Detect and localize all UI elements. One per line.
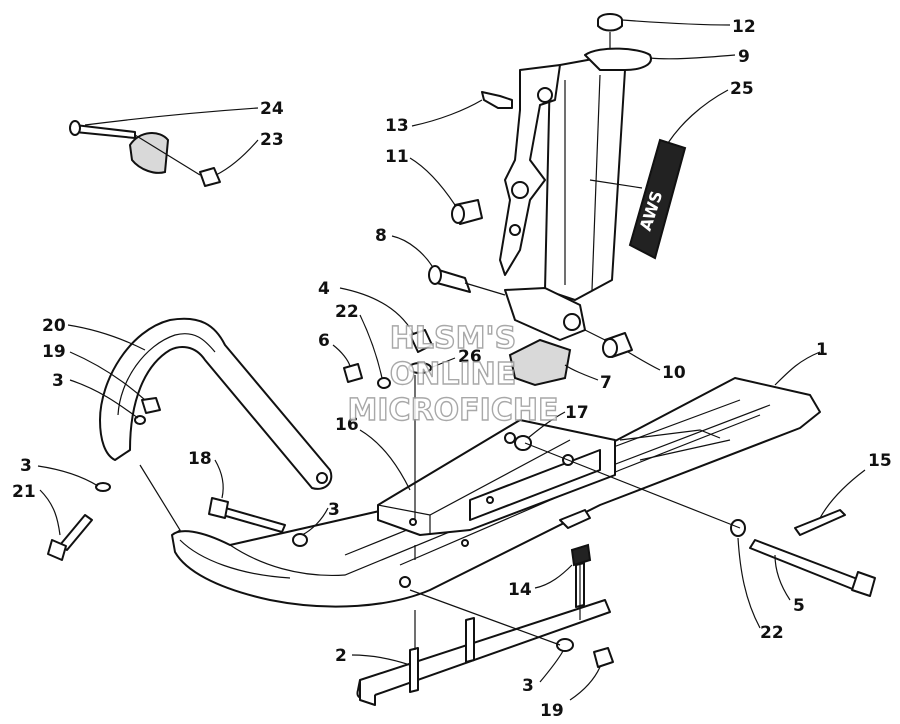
- bushing-10: [602, 332, 633, 358]
- callout-22a: 22: [335, 302, 383, 379]
- callout-3a: 3: [52, 371, 139, 419]
- ski-handle: [99, 317, 333, 490]
- callout-18: 18: [188, 449, 224, 499]
- svg-text:18: 18: [188, 449, 212, 469]
- svg-text:8: 8: [375, 226, 387, 246]
- callout-2: 2: [335, 646, 411, 666]
- bolt-5: [749, 539, 876, 597]
- callout-19b: 19: [540, 666, 601, 721]
- svg-text:26: 26: [458, 347, 482, 367]
- callout-3b: 3: [20, 456, 99, 487]
- washer-3-mid: [292, 533, 308, 547]
- watermark-line-1: HLSM'S: [390, 321, 516, 356]
- washer-3-bottom: [556, 638, 574, 652]
- svg-text:17: 17: [565, 403, 589, 423]
- washer-3-left: [95, 482, 111, 492]
- svg-text:15: 15: [868, 451, 892, 471]
- aws-decal: AWS: [628, 138, 687, 260]
- callout-16: 16: [335, 415, 411, 491]
- svg-text:10: 10: [662, 363, 686, 383]
- callout-3d: 3: [522, 650, 564, 696]
- svg-text:20: 20: [42, 316, 66, 336]
- svg-text:1: 1: [816, 340, 828, 360]
- callout-24: 24: [84, 99, 284, 126]
- callout-6: 6: [318, 331, 351, 367]
- callout-13: 13: [385, 99, 483, 136]
- svg-text:11: 11: [385, 147, 409, 167]
- svg-text:14: 14: [508, 580, 532, 600]
- svg-text:9: 9: [738, 47, 750, 67]
- shock-absorber: [499, 13, 652, 341]
- callout-7: 7: [564, 364, 612, 393]
- svg-text:5: 5: [793, 596, 805, 616]
- callout-17: 17: [527, 403, 589, 439]
- callout-20: 20: [42, 316, 146, 351]
- svg-text:7: 7: [600, 373, 612, 393]
- nut-19-lower: [593, 647, 614, 668]
- svg-text:19: 19: [540, 701, 564, 721]
- svg-text:13: 13: [385, 116, 409, 136]
- callout-3c: 3: [301, 500, 340, 536]
- nut-4: [408, 329, 433, 374]
- callout-1: 1: [774, 340, 828, 386]
- svg-text:2: 2: [335, 646, 347, 666]
- callout-12: 12: [621, 17, 756, 37]
- callout-19a: 19: [42, 342, 146, 401]
- svg-text:16: 16: [335, 415, 359, 435]
- svg-text:4: 4: [318, 279, 330, 299]
- svg-text:22: 22: [760, 623, 784, 643]
- svg-text:23: 23: [260, 130, 284, 150]
- callout-8: 8: [375, 226, 433, 267]
- watermark-line-2: ONLINE: [390, 357, 517, 392]
- washer-17: [514, 435, 532, 451]
- svg-text:3: 3: [328, 500, 340, 520]
- svg-text:6: 6: [318, 331, 330, 351]
- bushing-11: [451, 199, 483, 225]
- wedge-7: [508, 338, 572, 387]
- callout-5: 5: [774, 554, 805, 616]
- bushing-8: [428, 265, 471, 293]
- callout-22b: 22: [737, 537, 784, 643]
- nut-23: [199, 167, 221, 187]
- wear-bar: [356, 543, 611, 706]
- callout-11: 11: [385, 147, 456, 206]
- svg-text:19: 19: [42, 342, 66, 362]
- nut-19-upper: [141, 397, 161, 414]
- svg-text:3: 3: [20, 456, 32, 476]
- callout-9: 9: [649, 47, 750, 67]
- grease-fitting: [481, 91, 513, 109]
- callout-23: 23: [215, 130, 284, 176]
- svg-text:21: 21: [12, 482, 36, 502]
- callout-25: 25: [667, 79, 754, 144]
- assembly-lines: [134, 134, 741, 650]
- watermark: HLSM'S ONLINE MICROFICHE: [347, 320, 559, 428]
- washer-22-upper: [377, 377, 391, 389]
- svg-text:3: 3: [522, 676, 534, 696]
- callout-15: 15: [819, 451, 892, 519]
- callout-10: 10: [627, 351, 686, 383]
- svg-text:25: 25: [730, 79, 754, 99]
- callout-14: 14: [508, 564, 573, 600]
- watermark-line-3: MICROFICHE: [348, 393, 559, 428]
- svg-text:3: 3: [52, 371, 64, 391]
- bolt-24: [69, 120, 170, 174]
- cotter-pin: [794, 509, 846, 536]
- callout-4: 4: [318, 279, 414, 334]
- svg-text:12: 12: [732, 17, 756, 37]
- callout-21: 21: [12, 482, 61, 536]
- washer-22-lower: [730, 519, 746, 537]
- svg-text:22: 22: [335, 302, 359, 322]
- bolt-21: [47, 514, 93, 561]
- svg-text:24: 24: [260, 99, 284, 119]
- callout-26: 26: [429, 347, 482, 369]
- nut-6: [343, 363, 363, 383]
- bolt-18: [208, 497, 286, 533]
